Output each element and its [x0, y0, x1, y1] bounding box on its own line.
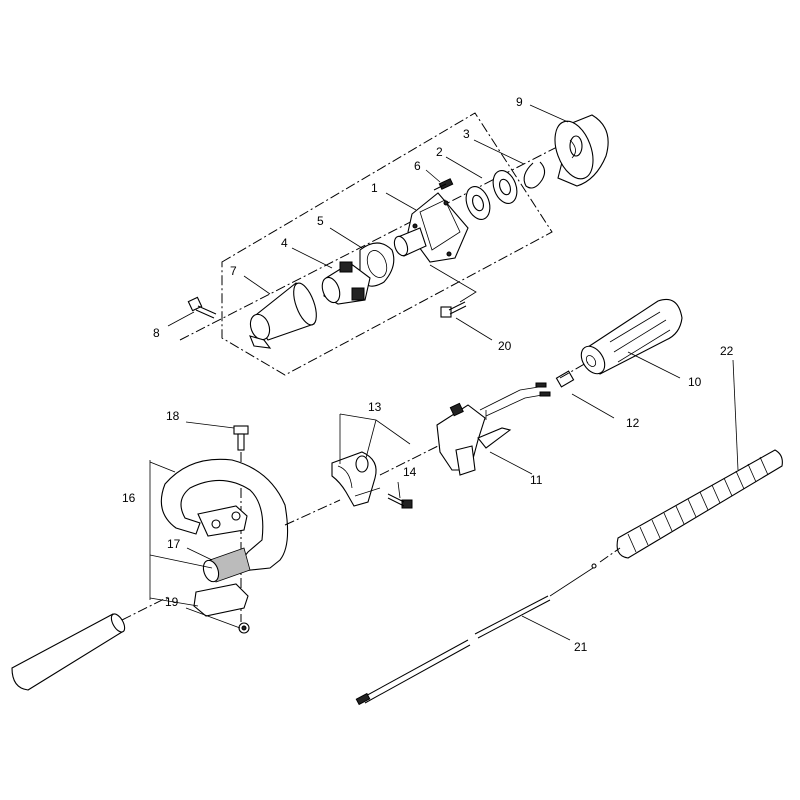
cable-liner-axis — [599, 547, 621, 563]
callout-3: 3 — [463, 127, 470, 141]
throttle-trigger-part — [436, 382, 551, 476]
callout-7: 7 — [230, 264, 237, 278]
callout-12: 12 — [626, 416, 640, 430]
callout-4: 4 — [281, 236, 288, 250]
callout-19: 19 — [165, 595, 179, 609]
clamp-bracket-part — [331, 451, 381, 507]
callout-labels: 1 2 3 4 5 6 7 8 9 10 11 12 13 14 16 17 1… — [122, 95, 734, 654]
callout-13: 13 — [368, 400, 382, 414]
handle-bracket-axis — [284, 499, 341, 526]
drive-cable-part — [355, 563, 597, 706]
bolt-20-part — [440, 301, 467, 318]
bolt-20-guide — [429, 264, 477, 303]
callout-17: 17 — [167, 537, 181, 551]
callout-22: 22 — [720, 344, 734, 358]
callout-2: 2 — [436, 145, 443, 159]
callout-11: 11 — [530, 473, 543, 487]
coupling-part — [321, 261, 371, 305]
snap-ring-part — [523, 161, 546, 189]
spiral-liner-part — [616, 449, 783, 559]
clutch-drum-part — [554, 114, 609, 187]
shaft-tube-stub — [11, 613, 126, 691]
handle-spacer-part — [202, 547, 251, 583]
callout-20: 20 — [498, 339, 512, 353]
leader-lines — [167, 104, 739, 641]
loop-handle-part — [160, 458, 289, 573]
callout-6: 6 — [414, 159, 421, 173]
callout-1: 1 — [371, 181, 378, 195]
gear-case-housing-part — [393, 192, 469, 263]
bolt-part — [187, 296, 217, 319]
callout-5: 5 — [317, 214, 324, 228]
callout-9: 9 — [516, 95, 523, 109]
callout-16: 16 — [122, 491, 136, 505]
tube-axis — [121, 595, 171, 621]
callout-18: 18 — [166, 409, 180, 423]
collar-part — [555, 370, 575, 388]
bearing-part — [465, 170, 518, 220]
gear-case-axis — [179, 124, 601, 341]
bracket-screw-part — [387, 493, 413, 509]
callout-10: 10 — [688, 375, 702, 389]
handle-grip-part — [580, 298, 683, 375]
callout-8: 8 — [153, 326, 160, 340]
callout-21: 21 — [574, 640, 588, 654]
bracket-trigger-axis — [379, 444, 441, 476]
case-screw-part — [433, 178, 454, 191]
cone-housing-part — [249, 282, 317, 349]
assembly-boundary — [221, 112, 553, 376]
trigger-grip-axis — [559, 361, 589, 379]
handle-screw-part — [233, 425, 249, 451]
callout-14: 14 — [403, 465, 417, 479]
lower-clamp-part — [193, 583, 250, 634]
